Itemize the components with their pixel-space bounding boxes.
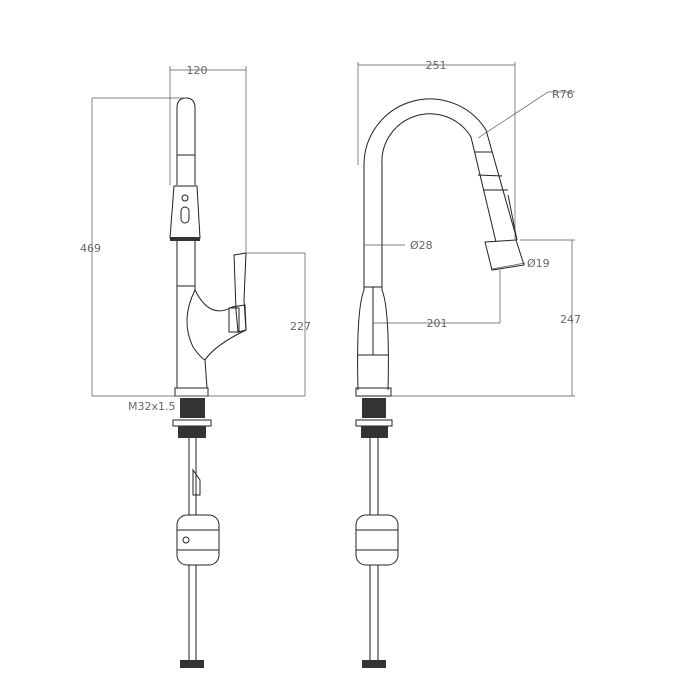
side-weight-box	[355, 514, 399, 566]
dim-dia-28: Ø28	[410, 239, 433, 252]
front-spout-tube	[176, 97, 196, 185]
front-handle	[233, 252, 247, 333]
front-dimensions: 120 469 227 M32x1.5	[80, 64, 311, 413]
side-sprayer-head	[484, 239, 525, 271]
front-weight-box	[176, 514, 220, 566]
front-view	[169, 97, 247, 668]
side-dimensions: 251 R76 Ø28 Ø19 201 247	[357, 59, 581, 397]
front-sprayer-head	[169, 185, 201, 239]
dim-height-227: 227	[290, 320, 311, 333]
dim-201: 201	[427, 317, 448, 330]
dim-251: 251	[426, 59, 447, 72]
dim-247: 247	[560, 313, 581, 326]
thread-label: M32x1.5	[128, 400, 176, 413]
side-hoses	[369, 438, 379, 660]
dim-r76: R76	[552, 88, 574, 101]
side-thread	[362, 398, 386, 418]
side-gooseneck	[363, 98, 518, 243]
dim-width-120: 120	[187, 64, 208, 77]
side-base	[355, 387, 392, 397]
side-view	[355, 98, 525, 668]
front-hoses	[188, 438, 197, 660]
front-thread	[180, 398, 205, 418]
dim-height-469: 469	[80, 242, 101, 255]
front-body	[176, 241, 247, 389]
dim-dia-19: Ø19	[527, 257, 550, 270]
side-body	[357, 165, 389, 391]
front-base	[174, 387, 209, 397]
